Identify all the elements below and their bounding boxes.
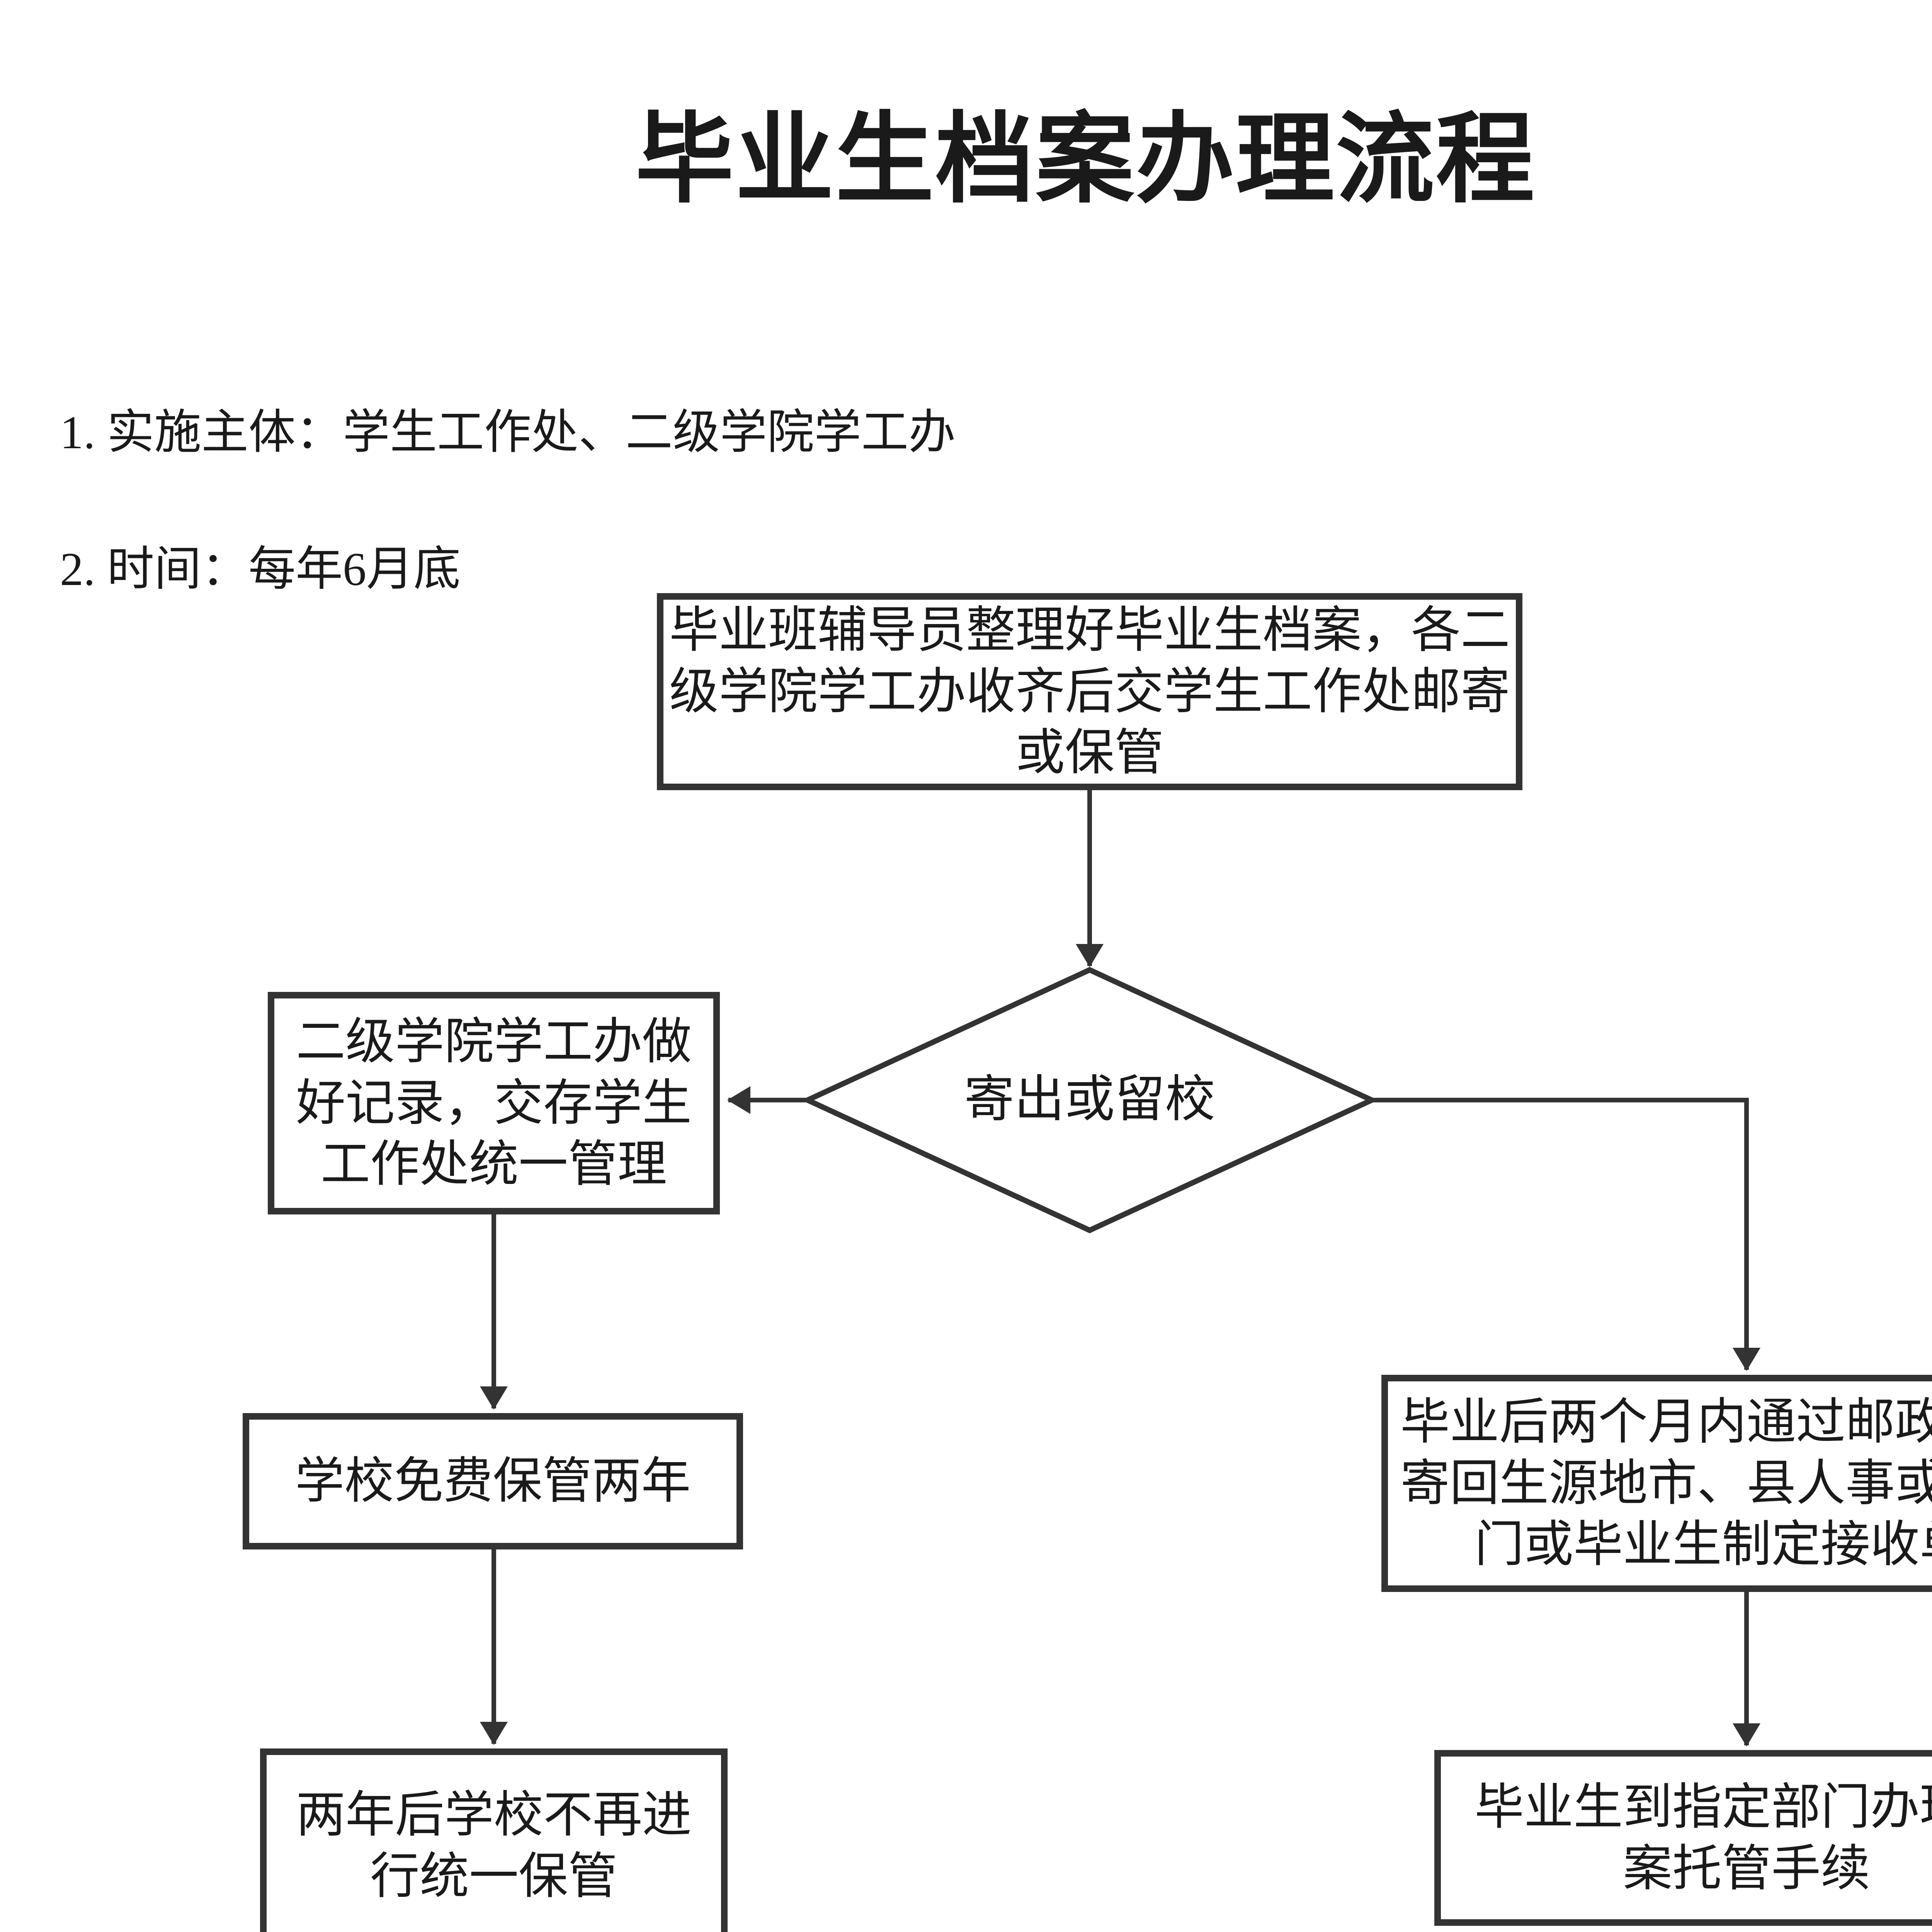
node-start: 毕业班辅导员整理好毕业生档案，各二 级学院学工办收齐后交学生工作处邮寄 或保管 [657, 593, 1522, 790]
node-transfer-procedure: 毕业生到指定部门办理档 案托管手续 [1434, 1750, 1932, 1926]
node-record: 二级学院学工办做 好记录，交存学生 工作处统一管理 [268, 992, 720, 1214]
node-decision-label: 寄出或留校 [964, 1072, 1215, 1128]
note-line-2: 2. 时间：每年6月底 [60, 543, 461, 595]
decision-diamond [801, 967, 1378, 1233]
node-mail-back: 毕业后两个月内通过邮政部门邮 寄回生源地市、县人事或社保部 门或毕业生制定接收单… [1381, 1375, 1932, 1592]
node-after-two-years: 两年后学校不再进 行统一保管 [260, 1748, 728, 1932]
page-title: 毕业生档案办理流程 [635, 106, 1536, 215]
connector-decision-to-mail [1372, 1098, 1760, 1371]
node-keep-two-years: 学校免费保管两年 [243, 1413, 743, 1549]
notes-block: 1. 实施主体：学生工作处、二级学院学工办 2. 时间：每年6月底 [60, 330, 956, 672]
note-line-1: 1. 实施主体：学生工作处、二级学院学工办 [60, 406, 956, 459]
